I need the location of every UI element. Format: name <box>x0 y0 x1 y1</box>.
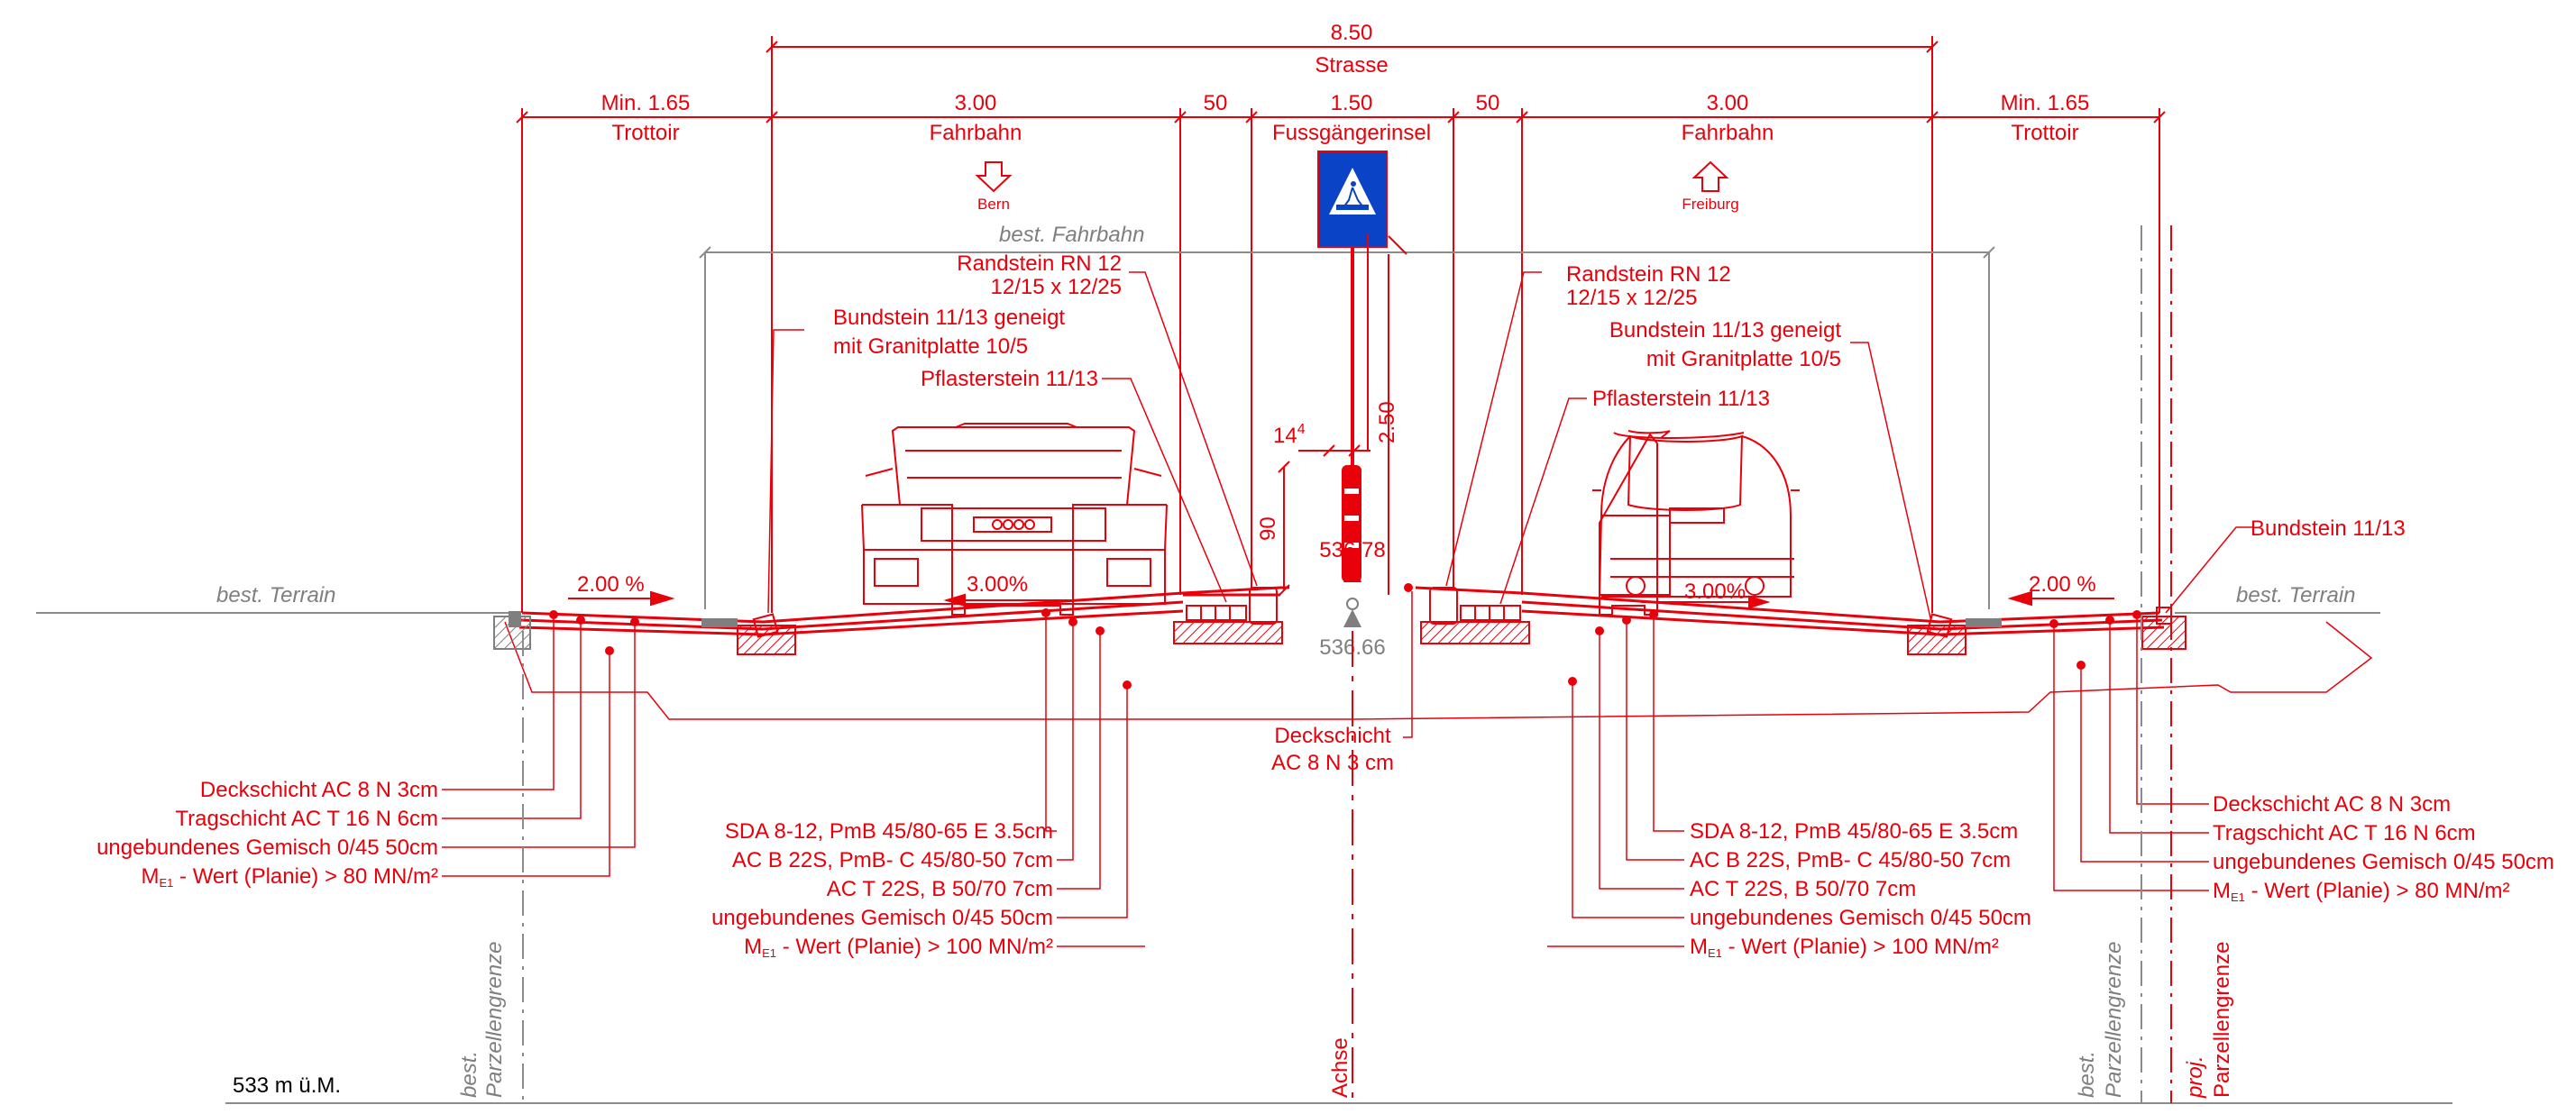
layer-left-trottoir-me-text: - Wert (Planie) > 80 MN/m² <box>173 864 438 889</box>
leader-lines <box>442 271 2254 947</box>
layer-right-fahrbahn-me-sub: E1 <box>1708 946 1722 960</box>
existing-road-line <box>699 246 1995 609</box>
bollard <box>1342 465 1361 582</box>
dim-total-label: Strasse <box>1315 53 1388 78</box>
dim-bollard-height: 90 <box>1256 516 1280 541</box>
layer-left-fahrbahn-gemisch: ungebundenes Gemisch 0/45 50cm <box>711 906 1053 930</box>
label-randstein-right-1: Randstein RN 12 <box>1566 262 1731 287</box>
layer-right-fahrbahn-sda: SDA 8-12, PmB 45/80-65 E 3.5cm <box>1690 819 2018 844</box>
layer-left-trottoir-trag: Tragschicht AC T 16 N 6cm <box>175 807 438 831</box>
label-bundstein-left-1: Bundstein 11/13 geneigt <box>833 306 1065 330</box>
arrow-up-icon <box>1691 160 1729 192</box>
label-pflaster-left: Pflasterstein 11/13 <box>921 367 1098 391</box>
layer-left-fahrbahn-acb: AC B 22S, PmB- C 45/80-50 7cm <box>732 848 1053 872</box>
svg-text:144: 144 <box>1273 422 1306 448</box>
dim-trottoir-right-value: Min. 1.65 <box>2001 91 2090 115</box>
dimension-chain <box>516 36 2166 613</box>
layer-right-fahrbahn-acb: AC B 22S, PmB- C 45/80-50 7cm <box>1690 848 2011 872</box>
svg-text:ME1 - Wert (Planie) > 80 MN/m²: ME1 - Wert (Planie) > 80 MN/m² <box>141 864 438 890</box>
dim-fahrbahn-left-label: Fahrbahn <box>930 121 1022 145</box>
slope-fahrbahn-right: 3.00% <box>1684 580 1746 604</box>
dim-sign-height: 2.50 <box>1375 401 1399 443</box>
boundary-left-2: Parzellengrenze <box>482 942 507 1098</box>
boundary-proj-1: proj. <box>2183 1055 2207 1099</box>
layer-left-trottoir-deck: Deckschicht AC 8 N 3cm <box>200 778 438 802</box>
dim-insel-label: Fussgängerinsel <box>1272 121 1431 145</box>
car-right <box>1592 430 1800 616</box>
level-marker-icon <box>1343 561 1361 627</box>
label-bundstein-right-2: mit Granitplatte 10/5 <box>1646 347 1841 371</box>
layer-right-trottoir-deck: Deckschicht AC 8 N 3cm <box>2213 792 2451 817</box>
slope-trottoir-left: 2.00 % <box>577 572 645 597</box>
dim-bollard-width: 14 <box>1273 424 1297 448</box>
layer-left-trottoir-me-sub: E1 <box>159 876 173 890</box>
layer-right-fahrbahn-me: M <box>1690 935 1708 959</box>
layer-right-fahrbahn-me-text: - Wert (Planie) > 100 MN/m² <box>1722 935 1999 959</box>
dim-trottoir-left-value: Min. 1.65 <box>601 91 691 115</box>
existing-terrain-left: best. Terrain <box>216 583 336 607</box>
label-bundstein-left-2: mit Granitplatte 10/5 <box>833 334 1028 359</box>
existing-terrain-right: best. Terrain <box>2236 583 2356 607</box>
dim-trottoir-right-label: Trottoir <box>2011 121 2078 145</box>
terrain-lines <box>36 612 2452 1104</box>
label-pflaster-right: Pflasterstein 11/13 <box>1592 387 1770 411</box>
layer-left-fahrbahn-sda: SDA 8-12, PmB 45/80-65 E 3.5cm <box>725 819 1053 844</box>
label-randstein-right-2: 12/15 x 12/25 <box>1566 286 1697 310</box>
dim-gap-left: 50 <box>1204 91 1228 115</box>
dim-bollard-width-sup: 4 <box>1297 422 1306 437</box>
layer-right-trottoir-me-text: - Wert (Planie) > 80 MN/m² <box>2245 879 2510 903</box>
slope-fahrbahn-left: 3.00% <box>967 572 1028 597</box>
boundary-right-2: Parzellengrenze <box>2102 942 2126 1098</box>
label-randstein-left-2: 12/15 x 12/25 <box>991 275 1122 299</box>
label-bundstein-edge: Bundstein 11/13 <box>2251 516 2406 541</box>
svg-text:ME1 - Wert (Planie) > 100 MN/m: ME1 - Wert (Planie) > 100 MN/m² <box>744 935 1053 960</box>
layer-right-fahrbahn-gemisch: ungebundenes Gemisch 0/45 50cm <box>1690 906 2031 930</box>
dim-fahrbahn-right-value: 3.00 <box>1707 91 1749 115</box>
dim-fahrbahn-right-label: Fahrbahn <box>1682 121 1774 145</box>
layer-right-trottoir-me-sub: E1 <box>2231 890 2245 904</box>
existing-road-label: best. Fahrbahn <box>999 223 1144 247</box>
layer-left-trottoir-gemisch: ungebundenes Gemisch 0/45 50cm <box>96 836 438 860</box>
dim-insel-value: 1.50 <box>1331 91 1373 115</box>
svg-text:ME1 - Wert (Planie) > 80 MN/m²: ME1 - Wert (Planie) > 80 MN/m² <box>2213 879 2510 904</box>
direction-right: Freiburg <box>1682 196 1738 213</box>
layer-left-fahrbahn-me-text: - Wert (Planie) > 100 MN/m² <box>776 935 1053 959</box>
layer-left-fahrbahn-act: AC T 22S, B 50/70 7cm <box>827 877 1053 901</box>
curb-stones <box>752 587 2172 638</box>
boundary-left-1: best. <box>457 1051 481 1098</box>
slope-arrows <box>568 590 2114 609</box>
slope-trottoir-right: 2.00 % <box>2029 572 2096 597</box>
arrow-down-icon <box>975 161 1013 193</box>
dim-gap-right: 50 <box>1476 91 1500 115</box>
svg-text:ME1 - Wert (Planie) > 100 MN/m: ME1 - Wert (Planie) > 100 MN/m² <box>1690 935 1999 960</box>
label-randstein-left-1: Randstein RN 12 <box>957 251 1122 276</box>
layer-right-fahrbahn-act: AC T 22S, B 50/70 7cm <box>1690 877 1916 901</box>
foundations <box>493 616 2186 655</box>
level-island-top: 536.78 <box>1319 538 1385 562</box>
direction-left: Bern <box>977 196 1010 213</box>
subgrade-outline <box>504 621 2373 720</box>
layer-left-trottoir-me: M <box>141 864 159 889</box>
label-deckschicht-island-2: AC 8 N 3 cm <box>1271 751 1394 775</box>
boundary-lines <box>522 225 2172 1103</box>
boundary-right-1: best. <box>2075 1051 2099 1098</box>
label-deckschicht-island-1: Deckschicht <box>1274 724 1391 748</box>
layer-left-fahrbahn-me-sub: E1 <box>762 946 776 960</box>
dim-fahrbahn-left-value: 3.00 <box>955 91 997 115</box>
layer-left-fahrbahn-me: M <box>744 935 762 959</box>
layer-right-trottoir-me: M <box>2213 879 2231 903</box>
axis-label: Achse <box>1328 1037 1352 1098</box>
dim-total-value: 8.50 <box>1331 21 1373 45</box>
boundary-proj-2: Parzellengrenze <box>2210 942 2234 1098</box>
layer-right-trottoir-gemisch: ungebundenes Gemisch 0/45 50cm <box>2213 850 2554 874</box>
label-bundstein-right-1: Bundstein 11/13 geneigt <box>1609 318 1841 342</box>
dim-trottoir-left-label: Trottoir <box>611 121 679 145</box>
datum-level: 533 m ü.M. <box>233 1073 341 1098</box>
sign-symbol <box>1329 168 1376 215</box>
layer-right-trottoir-trag: Tragschicht AC T 16 N 6cm <box>2213 821 2476 845</box>
